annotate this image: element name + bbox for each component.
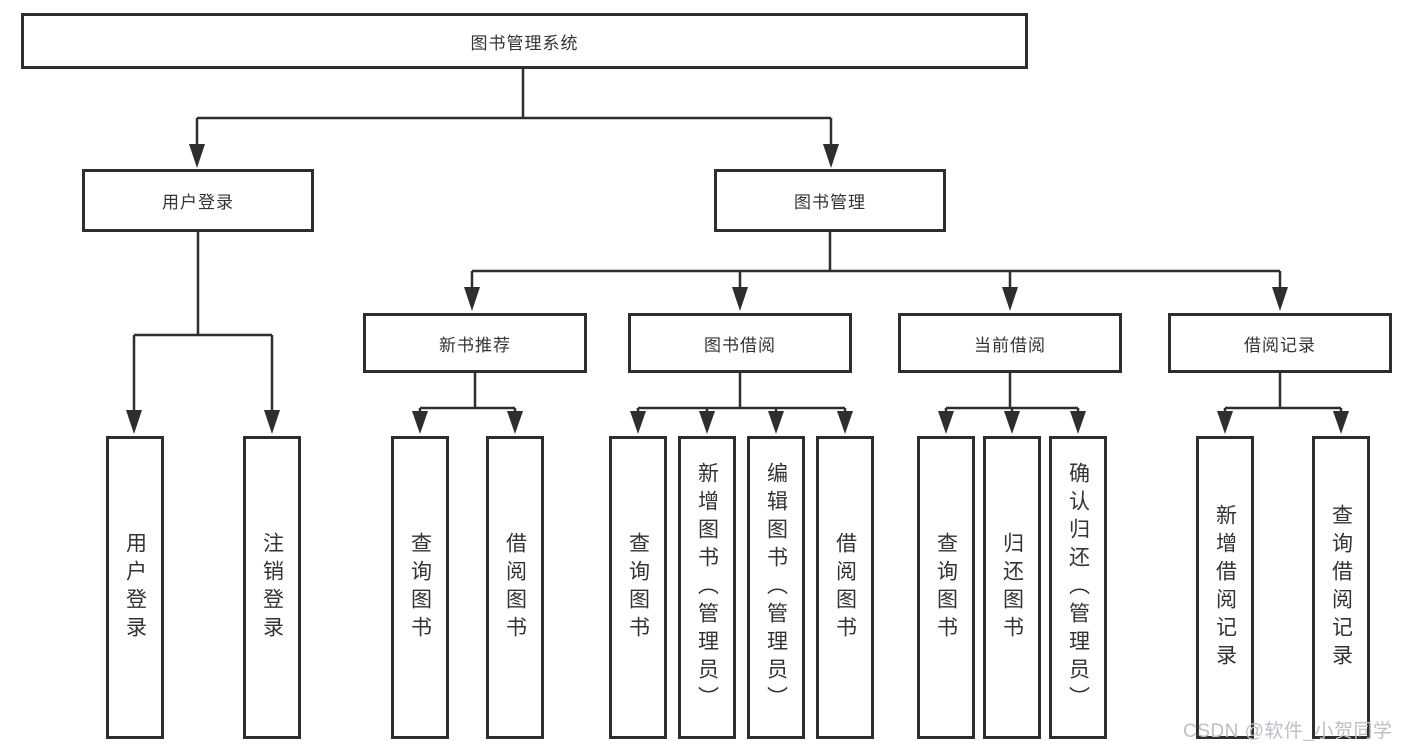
csdn-watermark: CSDN @软件_小贺同学 — [1183, 721, 1393, 742]
leaf-add-borrow-record: 新增借阅记录 — [1196, 436, 1254, 739]
leaf-return-books: 归还图书 — [983, 436, 1041, 739]
connector-root-branch — [195, 69, 833, 146]
leaf-add-book-admin: 新增图书（管理员） — [678, 436, 736, 739]
leaf-confirm-return-admin: 确认归还（管理员） — [1049, 436, 1107, 739]
leaf-query-borrow-record: 查询借阅记录 — [1312, 436, 1370, 739]
connector-records-branch — [1223, 406, 1343, 414]
node-user-login: 用户登录 — [82, 169, 314, 232]
node-borrowing-records: 借阅记录 — [1168, 313, 1392, 373]
node-book-borrowing: 图书借阅 — [628, 313, 852, 373]
node-book-management: 图书管理 — [714, 169, 946, 232]
leaf-query-books-1: 查询图书 — [391, 436, 449, 739]
leaf-edit-book-admin: 编辑图书（管理员） — [747, 436, 805, 739]
arrowheads — [126, 144, 1349, 434]
connector-book-mgmt-branch — [470, 232, 1282, 289]
node-root-system: 图书管理系统 — [21, 13, 1028, 69]
leaf-logout: 注销登录 — [243, 436, 301, 739]
node-new-book-recommend: 新书推荐 — [363, 313, 587, 373]
connector-new-book-branch — [418, 406, 517, 414]
connector-level3-stems — [473, 373, 1282, 408]
connector-user-login-branch — [132, 232, 274, 412]
node-current-borrowing: 当前借阅 — [898, 313, 1122, 373]
leaf-user-login: 用户登录 — [106, 436, 164, 739]
connector-borrowing-branch — [636, 406, 847, 414]
leaf-query-books-3: 查询图书 — [917, 436, 975, 739]
leaf-query-books-2: 查询图书 — [609, 436, 667, 739]
leaf-borrow-books-2: 借阅图书 — [816, 436, 874, 739]
leaf-borrow-books-1: 借阅图书 — [486, 436, 544, 739]
